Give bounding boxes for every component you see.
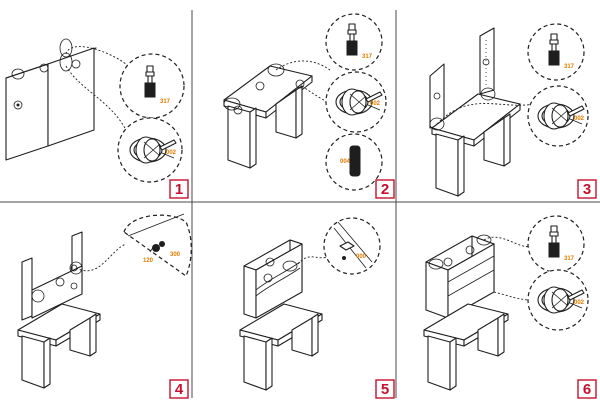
step-2-panel: 317 002 004 2: [223, 13, 395, 199]
step-3-callout-bottom: 002: [527, 85, 589, 147]
step-4-number-badge: [169, 379, 189, 399]
step-4-callout: 120 300: [123, 213, 192, 277]
step-3-panel: 317 002 3: [429, 23, 597, 199]
step-2-furniture-drawing: [223, 60, 333, 169]
step-1-furniture-drawing: [5, 38, 133, 161]
step-6-callout-bottom: 002: [527, 269, 589, 331]
step-5-furniture-drawing: [239, 239, 331, 391]
step-2-callout-bottom: 004: [325, 133, 383, 191]
step-6-panel: 317 002 6: [423, 215, 597, 399]
part-code-label: 002: [166, 150, 177, 156]
step-5-callout: 000: [323, 217, 381, 275]
step-4-number: 4: [175, 381, 184, 398]
step-2-number: 2: [381, 181, 389, 198]
step-6-furniture-drawing: [423, 234, 531, 391]
step-3-furniture-drawing: [429, 27, 535, 197]
step-3-number: 3: [583, 181, 591, 198]
step-1-panel: 317 002 1: [5, 38, 189, 199]
part-code-label: 317: [564, 256, 575, 262]
part-code-label: 000: [356, 254, 367, 260]
step-5-panel: 000 5: [239, 217, 395, 399]
step-1-callout-bottom: 002: [117, 117, 183, 183]
part-code-label: 317: [564, 64, 575, 70]
step-3-callout-top: 317: [527, 23, 585, 81]
part-code-label: 002: [370, 101, 381, 107]
part-code-label: 300: [170, 252, 181, 258]
step-1-number: 1: [175, 181, 183, 198]
step-2-callout-top: 317: [325, 13, 383, 71]
step-6-number: 6: [583, 381, 591, 398]
step-1-number-badge: [169, 179, 189, 199]
step-4-furniture-drawing: [17, 231, 127, 389]
part-code-label: 004: [340, 159, 351, 165]
step-3-number-badge: [577, 179, 597, 199]
step-5-number-badge: [375, 379, 395, 399]
step-4-panel: 120 300 4: [17, 213, 192, 399]
step-5-number: 5: [381, 381, 389, 398]
part-code-label: 317: [160, 99, 171, 105]
step-1-callout-top: 317: [119, 53, 185, 119]
part-code-label: 317: [362, 54, 373, 60]
step-6-callout-top: 317: [527, 215, 585, 273]
step-2-number-badge: [375, 179, 395, 199]
part-code-label: 120: [143, 258, 154, 264]
part-code-label: 002: [574, 300, 585, 306]
step-2-callout-middle: 002: [325, 71, 387, 133]
step-6-number-badge: [577, 379, 597, 399]
part-code-label: 002: [574, 116, 585, 122]
